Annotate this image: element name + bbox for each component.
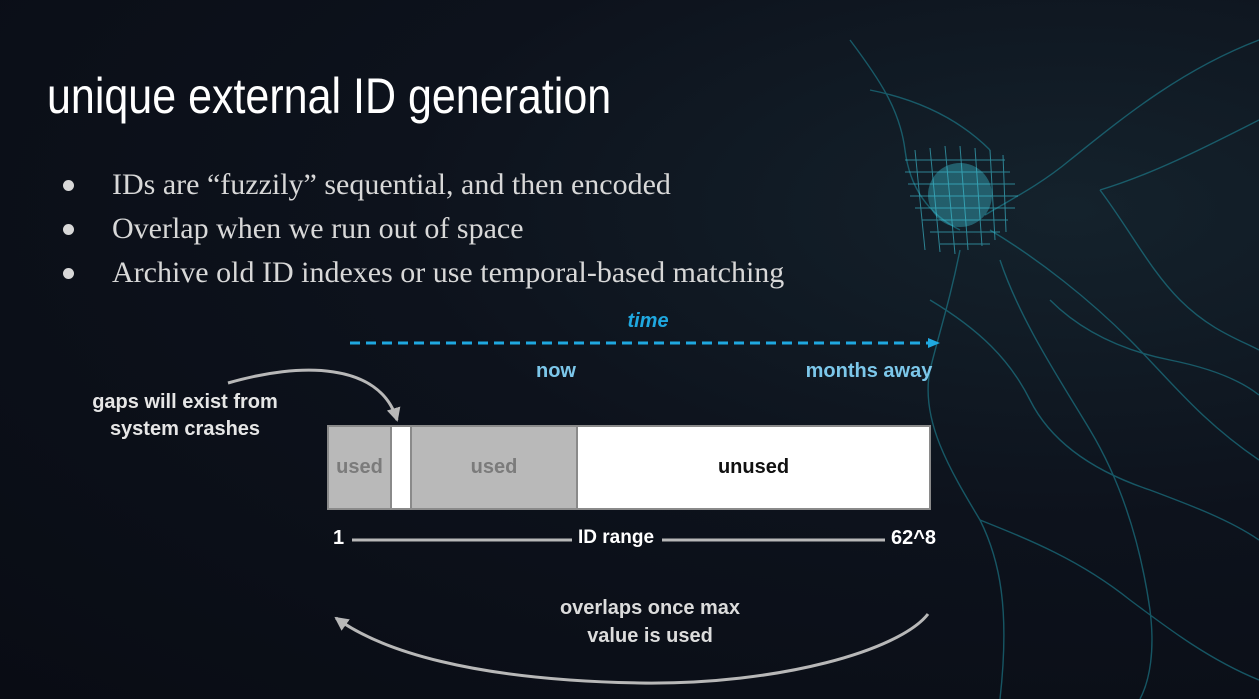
range-start-label: 1 bbox=[333, 527, 345, 549]
id-space-bar: used used unused bbox=[327, 425, 931, 510]
gaps-pointer-arrow bbox=[227, 368, 401, 422]
bullet-text: Archive old ID indexes or use temporal-b… bbox=[112, 256, 785, 289]
time-label: time bbox=[627, 310, 669, 332]
overlap-return-arrow bbox=[334, 613, 930, 685]
bullet-text: Overlap when we run out of space bbox=[112, 212, 524, 245]
bullet-item: Archive old ID indexes or use temporal-b… bbox=[60, 251, 784, 295]
id-range-label: ID range bbox=[578, 527, 655, 548]
now-label: now bbox=[536, 360, 576, 382]
overlap-note: overlaps once max value is used bbox=[559, 597, 741, 647]
bullet-item: Overlap when we run out of space bbox=[60, 207, 784, 251]
range-end-label: 62^8 bbox=[891, 527, 937, 549]
unused-segment: unused bbox=[578, 427, 929, 508]
bullet-dot-icon bbox=[63, 180, 74, 191]
gaps-note: gaps will exist from system crashes bbox=[92, 391, 278, 440]
used-segment: used bbox=[412, 427, 578, 508]
bullet-dot-icon bbox=[63, 268, 74, 279]
months-away-label: months away bbox=[805, 360, 933, 382]
bullet-item: IDs are “fuzzily” sequential, and then e… bbox=[60, 163, 784, 207]
bullet-text: IDs are “fuzzily” sequential, and then e… bbox=[112, 168, 671, 201]
slide-title: unique external ID generation bbox=[47, 68, 612, 124]
bullet-dot-icon bbox=[63, 224, 74, 235]
gap-segment bbox=[392, 427, 412, 508]
bullet-list: IDs are “fuzzily” sequential, and then e… bbox=[60, 163, 784, 295]
used-segment: used bbox=[329, 427, 392, 508]
